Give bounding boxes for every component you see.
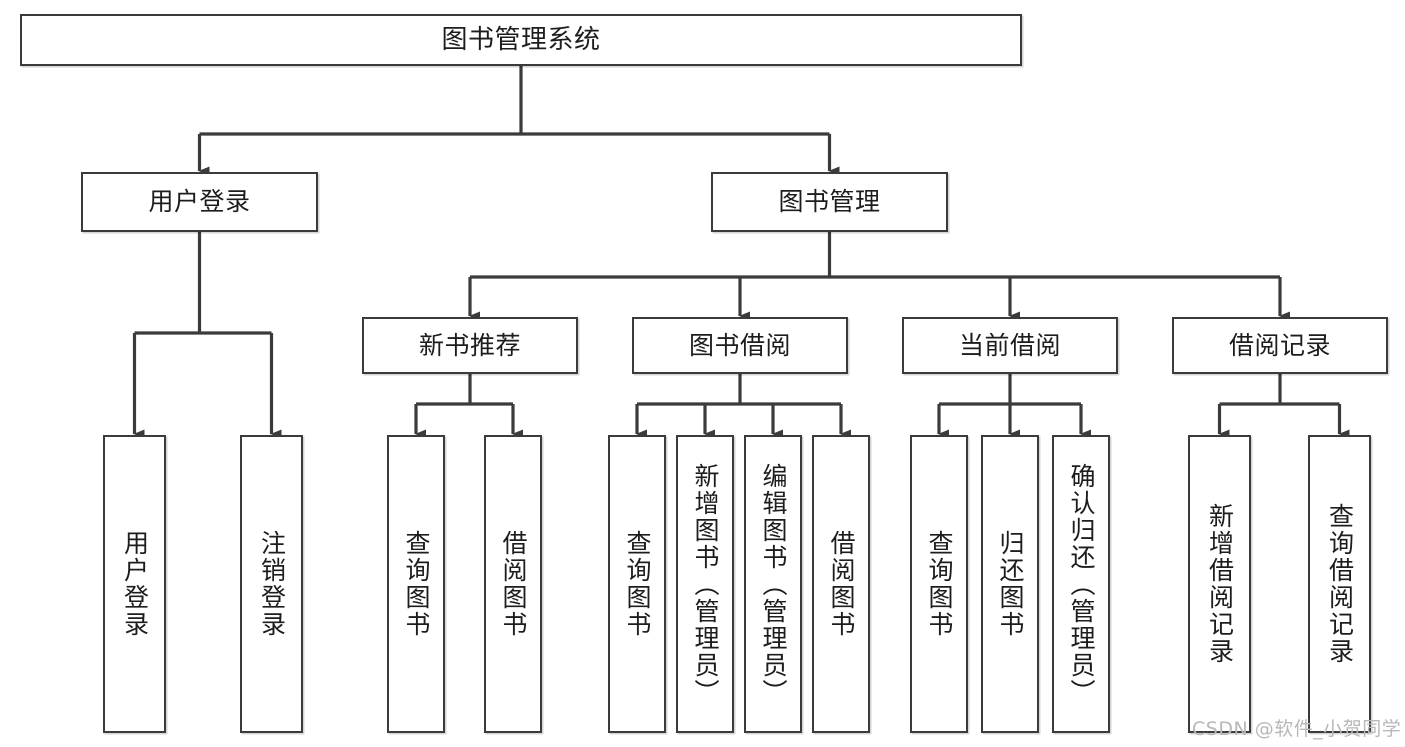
node-user-login[interactable]: 用户登录 [81, 172, 318, 232]
node-book-borrow[interactable]: 图书借阅 [632, 317, 848, 374]
node-leaf-edit-book[interactable]: 编辑图书（管理员） [744, 435, 802, 733]
node-label: 图书管理系统 [441, 24, 601, 55]
node-label: 新书推荐 [418, 330, 521, 360]
node-leaf-add-borrow-record[interactable]: 新增借阅记录 [1188, 435, 1251, 733]
node-new-book-recommendation[interactable]: 新书推荐 [362, 317, 578, 374]
node-label: 查询图书 [623, 530, 652, 638]
node-label: 借阅记录 [1228, 330, 1331, 360]
node-leaf-query-book-3[interactable]: 查询图书 [910, 435, 968, 733]
node-label: 注销登录 [257, 530, 287, 638]
node-label: 用户登录 [148, 187, 251, 217]
node-leaf-user-login[interactable]: 用户登录 [103, 435, 166, 733]
node-label: 借阅图书 [827, 530, 856, 638]
node-label: 编辑图书（管理员） [759, 462, 788, 706]
node-label: 查询图书 [402, 530, 431, 638]
node-label: 图书管理 [778, 187, 881, 217]
csdn-watermark: CSDN @软件_小贺同学 [1192, 718, 1402, 740]
node-book-management[interactable]: 图书管理 [711, 172, 948, 232]
node-label: 查询借阅记录 [1325, 503, 1355, 665]
node-label: 归还图书 [996, 530, 1025, 638]
node-label: 用户登录 [120, 530, 150, 638]
node-leaf-confirm-return[interactable]: 确认归还（管理员） [1052, 435, 1110, 733]
node-current-borrow[interactable]: 当前借阅 [902, 317, 1118, 374]
node-leaf-return-book[interactable]: 归还图书 [981, 435, 1039, 733]
node-label: 新增借阅记录 [1205, 503, 1235, 665]
node-leaf-query-book-1[interactable]: 查询图书 [387, 435, 445, 733]
node-label: 新增图书（管理员） [691, 462, 720, 706]
node-label: 借阅图书 [499, 530, 528, 638]
node-label: 当前借阅 [958, 330, 1061, 360]
node-root-book-management-system[interactable]: 图书管理系统 [20, 14, 1022, 66]
node-leaf-borrow-book-1[interactable]: 借阅图书 [484, 435, 542, 733]
node-leaf-borrow-book-2[interactable]: 借阅图书 [812, 435, 870, 733]
node-leaf-query-borrow-record[interactable]: 查询借阅记录 [1308, 435, 1371, 733]
node-label: 图书借阅 [688, 330, 791, 360]
node-leaf-logout[interactable]: 注销登录 [240, 435, 303, 733]
node-label: 查询图书 [925, 530, 954, 638]
node-label: 确认归还（管理员） [1067, 462, 1096, 706]
node-borrow-record[interactable]: 借阅记录 [1172, 317, 1388, 374]
node-leaf-query-book-2[interactable]: 查询图书 [608, 435, 666, 733]
node-leaf-add-book[interactable]: 新增图书（管理员） [676, 435, 734, 733]
